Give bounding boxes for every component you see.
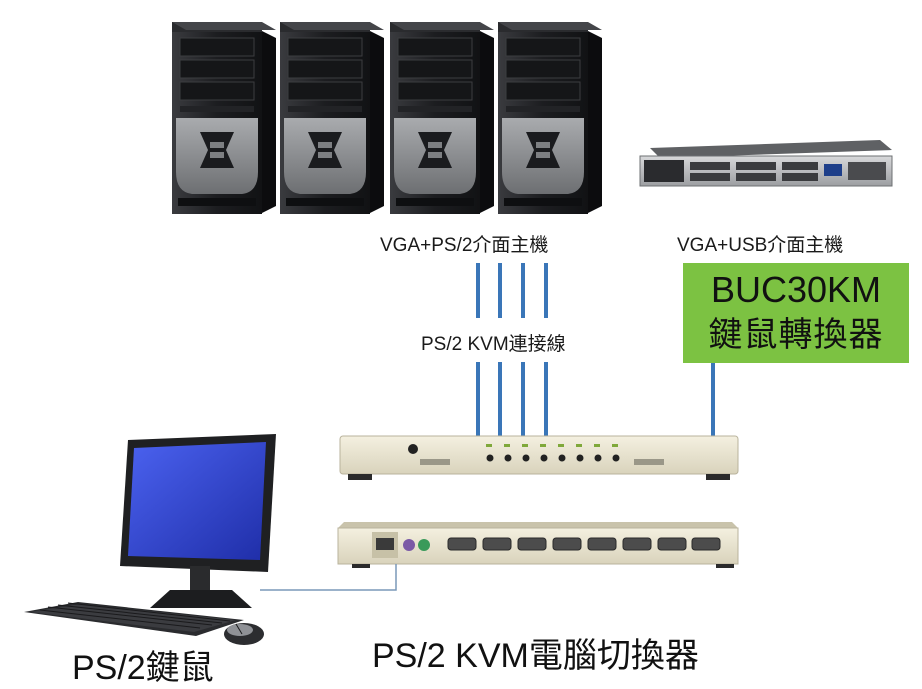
mouse-icon (224, 623, 264, 645)
converter-box: BUC30KM 鍵鼠轉換器 (683, 263, 909, 363)
keyboard-mouse-label: PS/2鍵鼠 (72, 649, 214, 687)
console-cable (260, 564, 397, 591)
monitor-icon (120, 434, 276, 608)
vga-ps2-hosts-label: VGA+PS/2介面主機 (380, 235, 549, 256)
converter-model: BUC30KM (710, 269, 882, 310)
kvm-switch-rear-icon (337, 522, 739, 568)
kvm-switch-icon (339, 435, 739, 480)
tower-pc-icon (171, 21, 277, 215)
kvm-switch-label: PS/2 KVM電腦切換器 (372, 637, 699, 675)
converter-name: 鍵鼠轉換器 (708, 316, 884, 354)
keyboard-icon (24, 602, 244, 636)
ps2-kvm-cable-label: PS/2 KVM連接線 (421, 334, 566, 355)
tower-pc-icon (389, 21, 495, 215)
ps2-kvm-cables (476, 263, 548, 436)
vga-usb-host-label: VGA+USB介面主機 (677, 235, 844, 256)
rack-server-icon (639, 140, 893, 187)
tower-pc-icon (279, 21, 385, 215)
tower-pc-icon (497, 21, 603, 215)
